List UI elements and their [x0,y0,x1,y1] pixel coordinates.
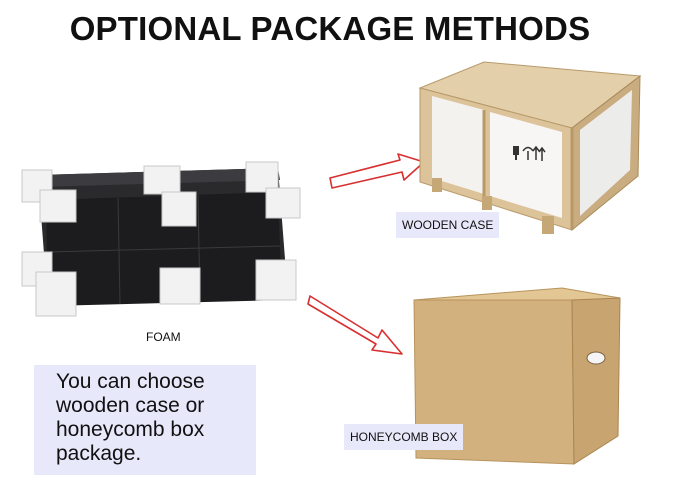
note-line-4: package. [56,442,142,465]
note-box [34,365,256,475]
this-way-up-icon [532,145,546,161]
foam-packed-cabinets [21,161,301,317]
foam-label: FOAM [146,330,181,344]
note-line-1: You can choose [56,370,205,393]
honeycomb-box-illustration [413,287,621,465]
fragile-glass-icon [513,146,519,160]
note-text: You can choose wooden case or honeycomb … [56,370,256,466]
umbrella-icon [522,146,534,160]
note-line-3: honeycomb box [56,418,205,441]
arrow-to-wooden-case-icon [329,153,425,189]
note-line-2: wooden case or [56,394,205,417]
wooden-case-label: WOODEN CASE [396,212,500,238]
wooden-case-illustration [418,61,642,234]
honeycomb-box-label: HONEYCOMB BOX [344,424,464,450]
page-title: OPTIONAL PACKAGE METHODS [69,10,591,47]
arrow-to-honeycomb-box-icon [307,295,403,355]
